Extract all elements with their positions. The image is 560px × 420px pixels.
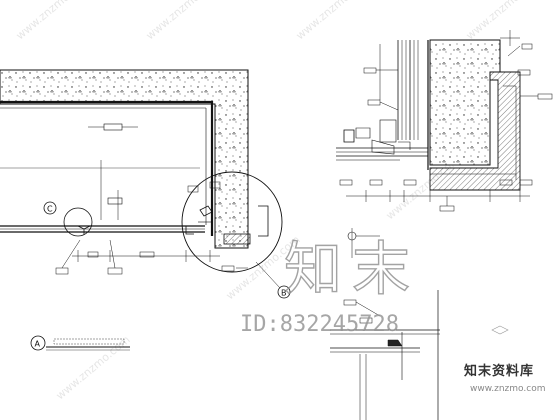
logo-url: www.znzmo.com <box>470 384 546 394</box>
lower-detail <box>330 228 509 420</box>
diag-watermark: www.znzmo.com <box>54 333 133 402</box>
logo-background <box>440 354 558 406</box>
left-detail: C B <box>0 69 291 299</box>
right-detail <box>336 30 553 212</box>
callout-a-bubble <box>30 335 46 351</box>
callout-c-bubble <box>43 201 57 215</box>
detail-circle-b <box>181 171 283 273</box>
concrete-column <box>429 39 501 166</box>
callout-a-label: A <box>35 340 41 349</box>
diag-watermark: www.znzmo.com <box>464 0 543 42</box>
callout-b-bubble <box>277 285 291 299</box>
callout-c-label: C <box>47 205 53 214</box>
title-block-a: A <box>30 335 130 351</box>
diag-watermark: www.znzmo.com <box>14 0 93 42</box>
concrete-slab <box>0 69 249 249</box>
diag-watermark: www.znzmo.com <box>294 0 373 42</box>
callout-b-label: B <box>281 289 287 298</box>
stone-finish <box>429 71 521 191</box>
id-watermark: ID:832245728 <box>240 312 399 337</box>
brand-watermark: 知末 <box>283 234 421 303</box>
label-tag <box>103 123 123 131</box>
diag-watermark: www.znzmo.com <box>144 0 223 42</box>
detail-circle-c <box>63 207 93 237</box>
logo-title: 知末资料库 <box>464 364 535 379</box>
finish-line <box>0 100 214 236</box>
title-text-placeholder <box>53 338 125 345</box>
